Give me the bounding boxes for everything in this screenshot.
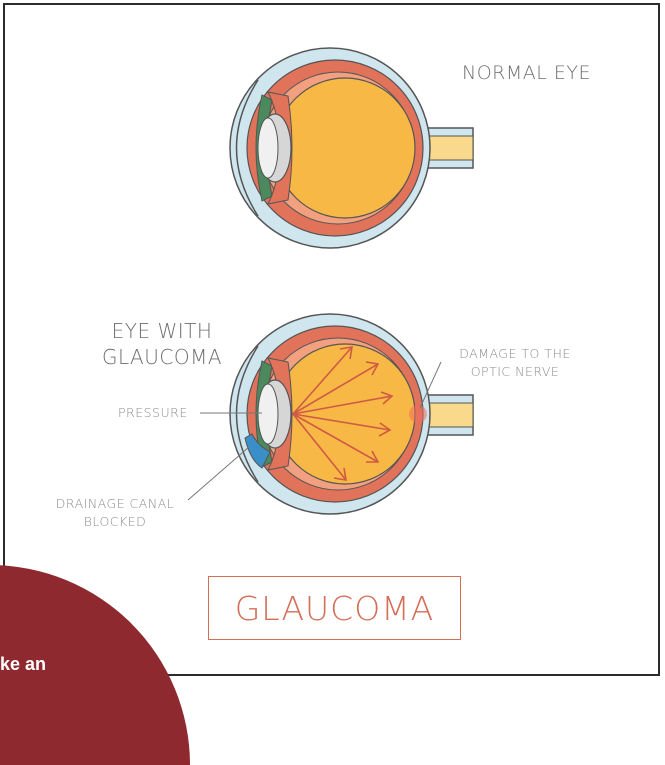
- glaucoma-title-box: GLAUCOMA: [208, 576, 461, 640]
- drainage-label-line2: BLOCKED: [40, 513, 190, 531]
- drainage-label: DRAINAGE CANAL BLOCKED: [40, 495, 190, 531]
- corner-badge-text: ke an: [0, 654, 46, 675]
- damage-label-line2: OPTIC NERVE: [440, 363, 590, 381]
- glaucoma-eye-label-line2: GLAUCOMA: [92, 344, 232, 370]
- nerve-damage-spot: [409, 405, 427, 423]
- normal-vitreous: [275, 78, 415, 218]
- damage-label-line1: DAMAGE TO THE: [440, 345, 590, 363]
- drainage-leader-line: [188, 447, 249, 500]
- glaucoma-title: GLAUCOMA: [235, 589, 435, 628]
- damage-label: DAMAGE TO THE OPTIC NERVE: [440, 345, 590, 381]
- drainage-label-line1: DRAINAGE CANAL: [40, 495, 190, 513]
- normal-eye-label: NORMAL EYE: [462, 62, 591, 84]
- pressure-label: PRESSURE: [118, 404, 188, 422]
- glaucoma-eye-label: EYE WITH GLAUCOMA: [92, 318, 232, 370]
- normal-eye: [230, 48, 473, 248]
- glaucoma-eye-label-line1: EYE WITH: [92, 318, 232, 344]
